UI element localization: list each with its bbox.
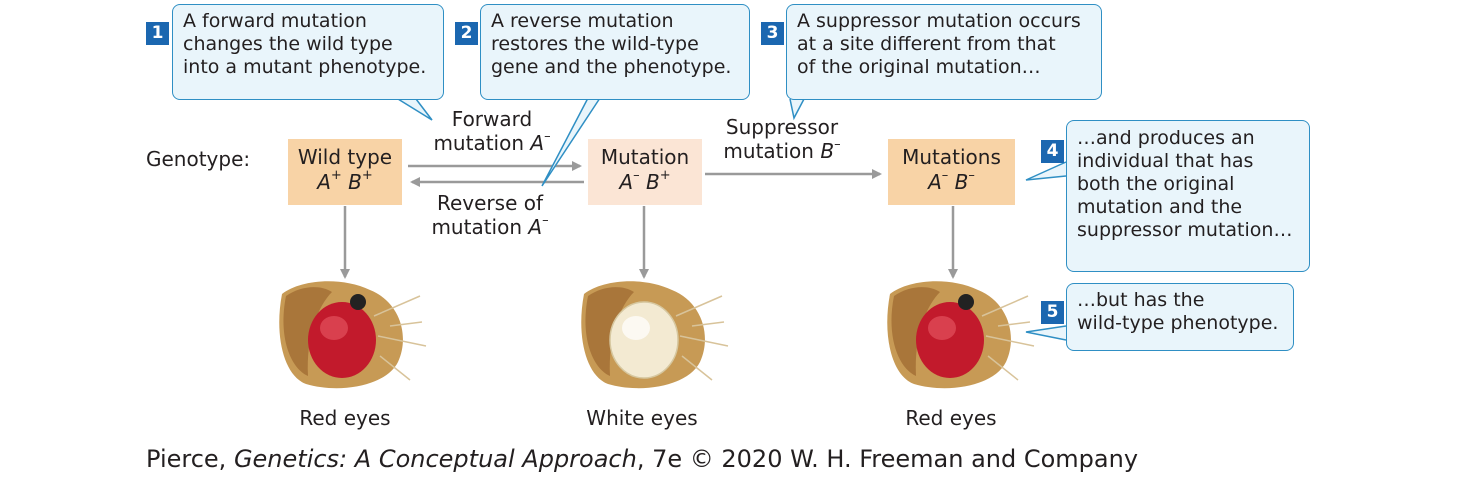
callout-1-line-2: changes the wild type [183,33,393,55]
wild-type-genotype: A+ B+ [317,168,373,194]
callout-4-line-5: suppressor mutation… [1077,219,1293,241]
fly-head-red-left [279,281,427,389]
fly-head-red-right [887,281,1035,389]
step-2-badge: 2 [455,22,478,45]
callout-4-line-2: individual that has [1077,150,1254,172]
step-4-badge: 4 [1041,140,1064,163]
callout-5-line-2: wild-type phenotype. [1077,312,1279,334]
callout-2-pointer [541,97,601,187]
mutation-title: Mutation [600,145,690,169]
callout-3-line-1: A suppressor mutation occurs [797,10,1081,32]
callout-1: A forward mutation changes the wild type… [172,4,444,100]
callout-5-line-1: …but has the [1077,289,1205,311]
phenotype-middle-label: White eyes [586,406,698,430]
forward-mutation-label: Forward mutation A– [433,107,551,155]
mutations-genotype: A– B– [928,168,975,194]
callout-4-line-3: both the original [1077,173,1235,195]
step-1-badge: 1 [146,22,169,45]
mutations-title: Mutations [902,145,1001,169]
genotype-label: Genotype: [146,147,251,171]
mutation-box: Mutation A– B+ [588,139,702,205]
callout-1-line-1: A forward mutation [183,10,367,32]
wild-type-box: Wild type A+ B+ [288,139,402,205]
callout-1-pointer [397,98,433,121]
callout-3: A suppressor mutation occurs at a site d… [786,4,1102,100]
mutation-genotype: A– B+ [619,168,671,194]
callout-3-line-3: of the original mutation… [797,56,1041,78]
copyright-credit: Pierce, Genetics: A Conceptual Approach,… [146,445,1139,473]
callout-4-line-1: …and produces an [1077,127,1255,149]
callout-1-line-3: into a mutant phenotype. [183,56,427,78]
callout-3-line-2: at a site different from that [797,33,1056,55]
phenotype-left-label: Red eyes [299,406,391,430]
callout-2-line-1: A reverse mutation [491,10,674,32]
callout-2-line-2: restores the wild-type [491,33,699,55]
mutations-box: Mutations A– B– [888,139,1015,205]
callout-5: …but has the wild-type phenotype. [1066,283,1294,351]
callout-2-line-3: gene and the phenotype. [491,56,732,78]
step-5-badge: 5 [1041,301,1064,324]
callout-4-pointer [1025,161,1067,181]
reverse-mutation-label: Reverse of mutation A– [431,191,549,239]
callout-4: …and produces an individual that has bot… [1066,120,1310,272]
callout-5-pointer [1025,325,1067,341]
phenotype-right-label: Red eyes [905,406,997,430]
callout-4-line-4: mutation and the [1077,196,1243,218]
step-3-badge: 3 [761,22,784,45]
callout-3-pointer [789,98,805,121]
suppressor-mutation-label: Suppressor mutation B– [723,115,841,163]
callout-2: A reverse mutation restores the wild-typ… [480,4,750,100]
wild-type-title: Wild type [297,145,393,169]
fly-head-white-middle [581,281,729,389]
